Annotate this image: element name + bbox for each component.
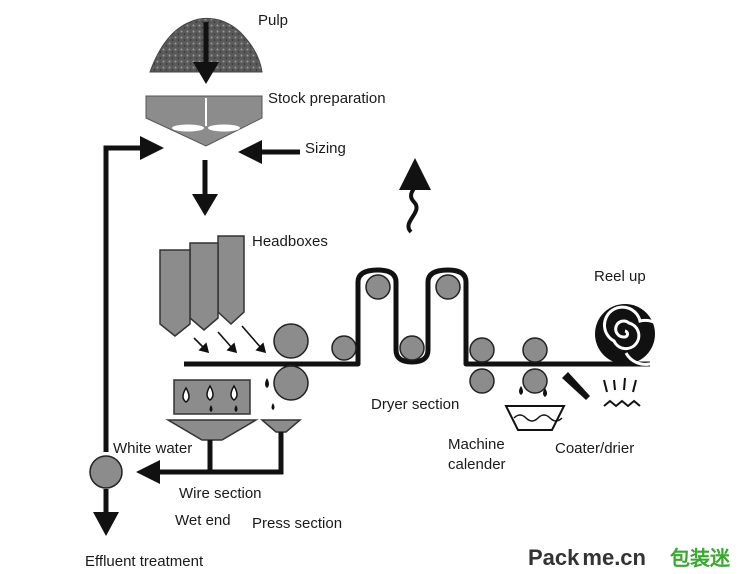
wire-section-label: Wire section — [179, 485, 262, 502]
sizing-arrow — [238, 140, 300, 164]
machine-calender-label-line1: Machine — [448, 436, 505, 453]
reel-up-label: Reel up — [594, 268, 646, 285]
headbox-flow-arrows — [193, 325, 267, 354]
drain-lines — [136, 432, 284, 484]
watermark-pack-text: Pack — [528, 545, 580, 570]
steam-exhaust-arrow — [399, 158, 431, 234]
watermark-me-text: me — [582, 545, 614, 570]
dryer-rolls — [331, 274, 495, 363]
sizing-label: Sizing — [305, 140, 346, 157]
press-section-drops — [265, 378, 275, 410]
coating-drops — [519, 386, 547, 397]
press-section-basin — [259, 419, 303, 433]
coater-drier-label: Coater/drier — [555, 440, 634, 457]
drier-heat-lines — [603, 377, 641, 408]
effluent-arrow — [93, 489, 119, 536]
stock-preparation-tank — [145, 95, 263, 147]
watermark-chinese-text: 包装迷 — [670, 546, 731, 570]
white-water-return-line — [103, 136, 164, 452]
arrow-pulp-to-stock — [193, 22, 219, 84]
white-water-tank — [89, 455, 123, 489]
paper-web-line — [184, 267, 650, 367]
headboxes — [159, 235, 245, 337]
pulp-label: Pulp — [258, 12, 288, 29]
arrow-stock-to-headboxes — [192, 160, 218, 216]
headboxes-label: Headboxes — [252, 233, 328, 250]
wire-section-drops — [182, 384, 238, 412]
press-section-label: Press section — [252, 515, 342, 532]
coater-pan — [504, 405, 566, 431]
watermark-cn-text: .cn — [614, 545, 646, 570]
stock-preparation-label: Stock preparation — [268, 90, 386, 107]
dryer-section-label: Dryer section — [371, 396, 459, 413]
calender-rolls — [469, 337, 548, 394]
machine-calender-label-line2: calender — [448, 456, 506, 473]
effluent-treatment-label: Effluent treatment — [85, 553, 204, 570]
coater-blade — [562, 372, 590, 400]
press-rolls — [273, 323, 309, 401]
white-water-label: White water — [113, 440, 192, 457]
wet-end-label: Wet end — [175, 512, 231, 529]
reel-up-spiral — [595, 304, 669, 366]
